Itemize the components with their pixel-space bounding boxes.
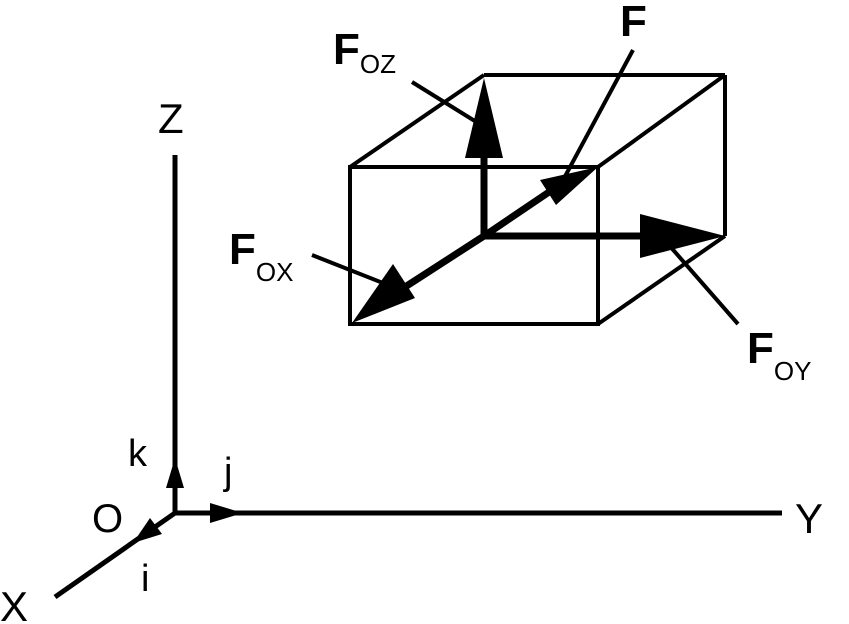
leader-line-fox [311, 253, 384, 285]
force-oz-label: FOZ [333, 25, 396, 79]
unit-vector-j-label: j [223, 451, 232, 493]
y-axis-label: Y [795, 495, 823, 542]
force-oy-label: FOY [747, 324, 811, 386]
force-oz-label-sub: OZ [360, 49, 396, 79]
force-oy-label-main: F [747, 324, 774, 373]
unit-vector-i [153, 511, 177, 529]
force-f-arrowhead [540, 167, 598, 205]
force-f-shaft [482, 185, 557, 239]
unit-vector-i-arrowhead [133, 518, 162, 543]
x-axis-label: X [0, 583, 28, 624]
leader-line-foy [666, 242, 740, 326]
unit-vectors [133, 458, 243, 543]
z-axis-label: Z [158, 95, 184, 142]
force-oy-arrowhead [640, 214, 725, 258]
origin-label: O [92, 497, 123, 541]
force-box [348, 73, 727, 326]
unit-vector-labels: k j i [128, 433, 232, 600]
unit-vector-i-label: i [141, 558, 149, 600]
force-oz-arrowhead [465, 78, 503, 158]
force-ox-shaft [403, 233, 486, 290]
force-vectors [352, 78, 725, 323]
force-ox-arrowhead [352, 264, 415, 323]
axis-labels: Z Y X O [0, 95, 823, 624]
box-top-right-edge [596, 73, 727, 169]
leader-lines [311, 49, 740, 326]
unit-vector-k-arrowhead [166, 458, 184, 488]
force-oz-label-main: F [333, 25, 360, 74]
box-bottom-right-edge [596, 234, 727, 326]
box-front-face [348, 165, 600, 326]
leader-line-f [553, 49, 635, 196]
force-ox-label-sub: OX [256, 257, 294, 287]
force-f-label: F [620, 0, 647, 46]
coordinate-axes [53, 155, 782, 600]
force-oy-label-sub: OY [774, 356, 812, 386]
force-ox-label: FOX [229, 225, 293, 287]
leader-line-foz [410, 80, 488, 130]
unit-vector-j-arrowhead [210, 503, 243, 523]
force-labels: F FOZ FOX FOY [229, 0, 811, 386]
force-ox-label-main: F [229, 225, 256, 274]
box-top-left-edge [348, 73, 486, 169]
unit-vector-k-label: k [128, 433, 148, 475]
